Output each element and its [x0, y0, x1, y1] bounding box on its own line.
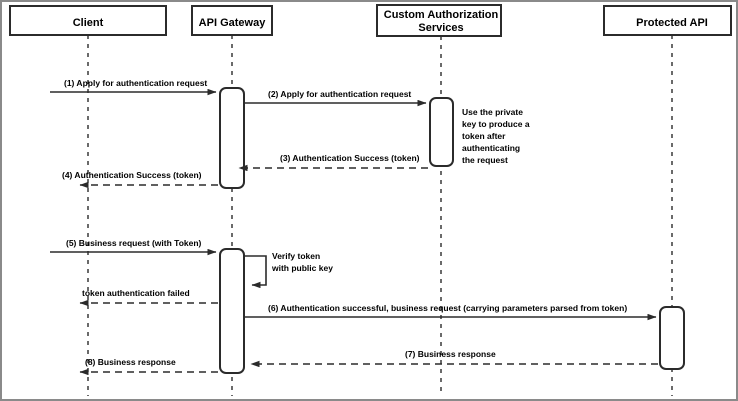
- participant-client[interactable]: Client: [9, 5, 167, 36]
- activation-protected-api: [659, 306, 685, 370]
- activation-api-gateway-business: [219, 248, 245, 374]
- message-self-verify-token-line-2: with public key: [271, 263, 333, 273]
- message-1[interactable]: (1) Apply for authentication request: [50, 78, 217, 96]
- message-2-label: (2) Apply for authentication request: [268, 89, 411, 99]
- participant-label-api-gateway: API Gateway: [199, 17, 267, 29]
- message-token-authentication-failed-label: token authentication failed: [82, 288, 190, 298]
- message-8[interactable]: (8) Business response: [79, 357, 218, 376]
- note-private-key: Use the private key to produce a token a…: [462, 107, 530, 165]
- message-token-authentication-failed[interactable]: token authentication failed: [79, 288, 218, 307]
- message-2[interactable]: (2) Apply for authentication request: [244, 89, 427, 107]
- participant-label-custom-auth-line2: Services: [418, 22, 463, 34]
- message-6-label: (6) Authentication successful, business …: [268, 303, 627, 313]
- message-1-label: (1) Apply for authentication request: [64, 78, 207, 88]
- note-private-key-line-4: authenticating: [462, 143, 520, 153]
- participant-api-gateway[interactable]: API Gateway: [191, 5, 273, 36]
- message-7[interactable]: (7) Business response: [250, 349, 658, 368]
- message-4[interactable]: (4) Authentication Success (token): [62, 170, 218, 189]
- activation-api-gateway-auth: [219, 87, 245, 189]
- message-self-verify-token-line-1: Verify token: [272, 251, 320, 261]
- message-4-label: (4) Authentication Success (token): [62, 170, 202, 180]
- message-3-label: (3) Authentication Success (token): [280, 153, 420, 163]
- participant-label-custom-auth-line1: Custom Authorization: [384, 9, 499, 21]
- activation-custom-auth: [429, 97, 454, 167]
- message-3[interactable]: (3) Authentication Success (token): [238, 153, 428, 172]
- participant-custom-auth[interactable]: Custom Authorization Services: [376, 4, 502, 37]
- message-6[interactable]: (6) Authentication successful, business …: [244, 303, 657, 321]
- note-private-key-line-3: token after: [462, 131, 506, 141]
- message-7-label: (7) Business response: [405, 349, 496, 359]
- participant-label-protected-api: Protected API: [636, 17, 708, 29]
- note-private-key-line-2: key to produce a: [462, 119, 530, 129]
- message-5-label: (5) Business request (with Token): [66, 238, 202, 248]
- message-self-verify-token[interactable]: Verify token with public key: [244, 251, 333, 289]
- participant-label-client: Client: [73, 17, 104, 29]
- note-private-key-line-5: the request: [462, 155, 508, 165]
- participant-protected-api[interactable]: Protected API: [603, 5, 732, 36]
- note-private-key-line-1: Use the private: [462, 107, 523, 117]
- message-5[interactable]: (5) Business request (with Token): [50, 238, 217, 256]
- message-8-label: (8) Business response: [85, 357, 176, 367]
